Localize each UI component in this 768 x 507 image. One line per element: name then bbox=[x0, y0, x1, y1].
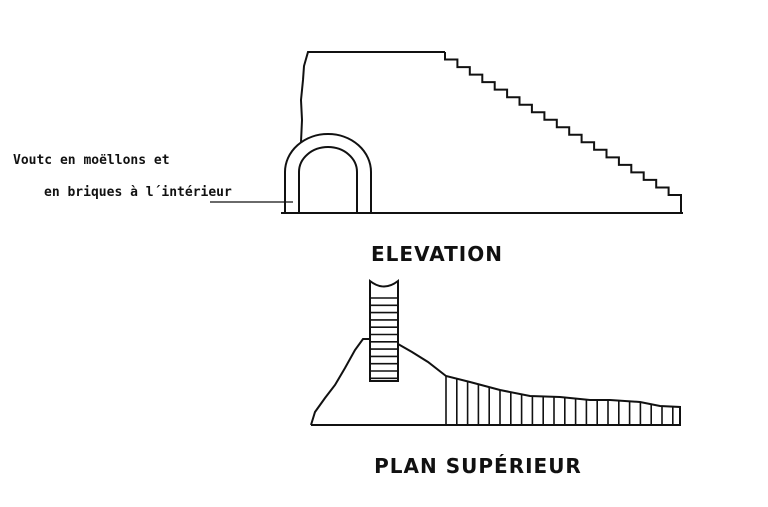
plan-drawing bbox=[310, 278, 681, 426]
plan-title: PLAN SUPÉRIEUR bbox=[374, 454, 582, 478]
vault-outer-arch bbox=[284, 133, 372, 213]
plan-right-slope bbox=[397, 343, 681, 425]
elevation-stairs bbox=[444, 52, 682, 213]
elevation-drawing bbox=[210, 51, 683, 214]
vault-inner-arch bbox=[298, 146, 358, 213]
plan-ladder-rungs bbox=[370, 297, 398, 380]
plan-step-lines bbox=[445, 376, 674, 425]
elevation-wall-outline bbox=[299, 51, 445, 143]
plan-left-slope bbox=[310, 338, 370, 426]
plan-ladder bbox=[369, 278, 399, 382]
elevation-title: ELEVATION bbox=[371, 242, 503, 266]
annotation-line-2: en briques à l´intérieur bbox=[44, 185, 232, 200]
annotation-line-1: Voutc en moëllons et bbox=[13, 153, 170, 168]
